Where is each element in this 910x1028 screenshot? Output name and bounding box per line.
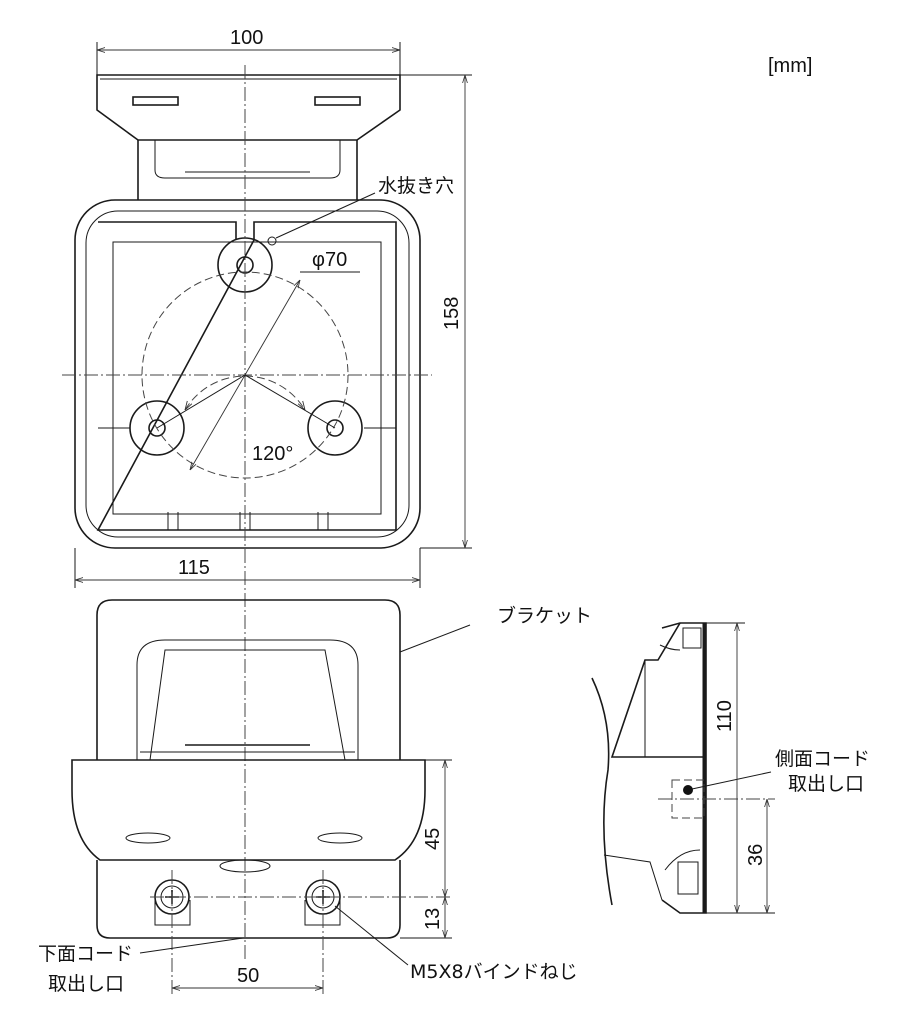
unit-label: [mm] (768, 55, 812, 77)
bracket-top (96, 74, 401, 141)
housing-outer (74, 199, 421, 549)
dim-50: 50 (237, 965, 259, 987)
dim-45: 45 (422, 828, 444, 850)
screw-label: M5X8バインドねじ (410, 961, 578, 983)
width-dim: 100 (230, 27, 263, 49)
circle-dim: φ70 (312, 249, 347, 271)
side-cord-label-2: 取出し口 (788, 773, 864, 795)
mount-hole-right (307, 400, 363, 456)
side-view: 側面コード 取出し口 110 36 (591, 622, 870, 914)
height-dim: 158 (441, 297, 463, 330)
front-view: ブラケット 45 13 50 下面コード 取出し口 M5X8バインドねじ (38, 599, 592, 995)
mount-hole-left (129, 400, 185, 456)
dim-13: 13 (422, 908, 444, 930)
bottom-cord-label-1: 下面コード (38, 943, 133, 965)
top-view: 100 φ70 120° 水抜き穴 158 (62, 27, 472, 960)
bracket-slot (314, 96, 361, 106)
body-width-dim: 115 (178, 557, 210, 579)
housing-front (71, 759, 426, 861)
bottom-cord-label-2: 取出し口 (48, 973, 124, 995)
side-cord-label-1: 側面コード (775, 748, 870, 770)
bracket-slot (132, 96, 179, 106)
housing-inner (96, 221, 397, 531)
dim-36: 36 (745, 844, 767, 866)
bracket-front (96, 599, 401, 760)
drain-hole-label: 水抜き穴 (378, 175, 454, 197)
angle-dim: 120° (252, 443, 293, 465)
dim-110: 110 (714, 700, 736, 732)
housing-bottom (96, 860, 401, 939)
bracket-label: ブラケット (497, 604, 592, 627)
drain-hole (267, 236, 277, 246)
side-cord-hole (683, 785, 693, 795)
